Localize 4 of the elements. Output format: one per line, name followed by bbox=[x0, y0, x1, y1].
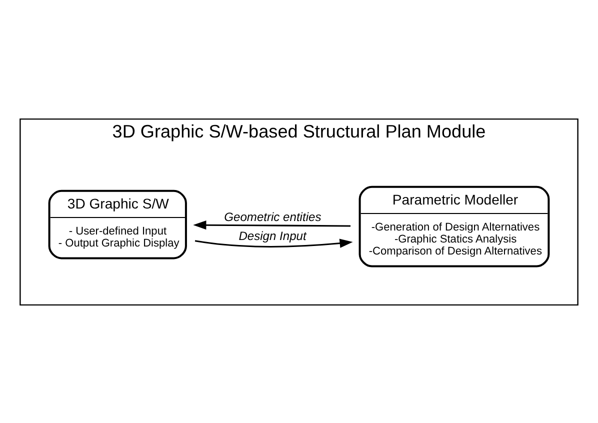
edge-label: Geometric entities bbox=[224, 210, 322, 224]
arrow bbox=[193, 220, 351, 230]
edge-label: Design Input bbox=[238, 228, 306, 243]
arrow bbox=[194, 238, 353, 248]
